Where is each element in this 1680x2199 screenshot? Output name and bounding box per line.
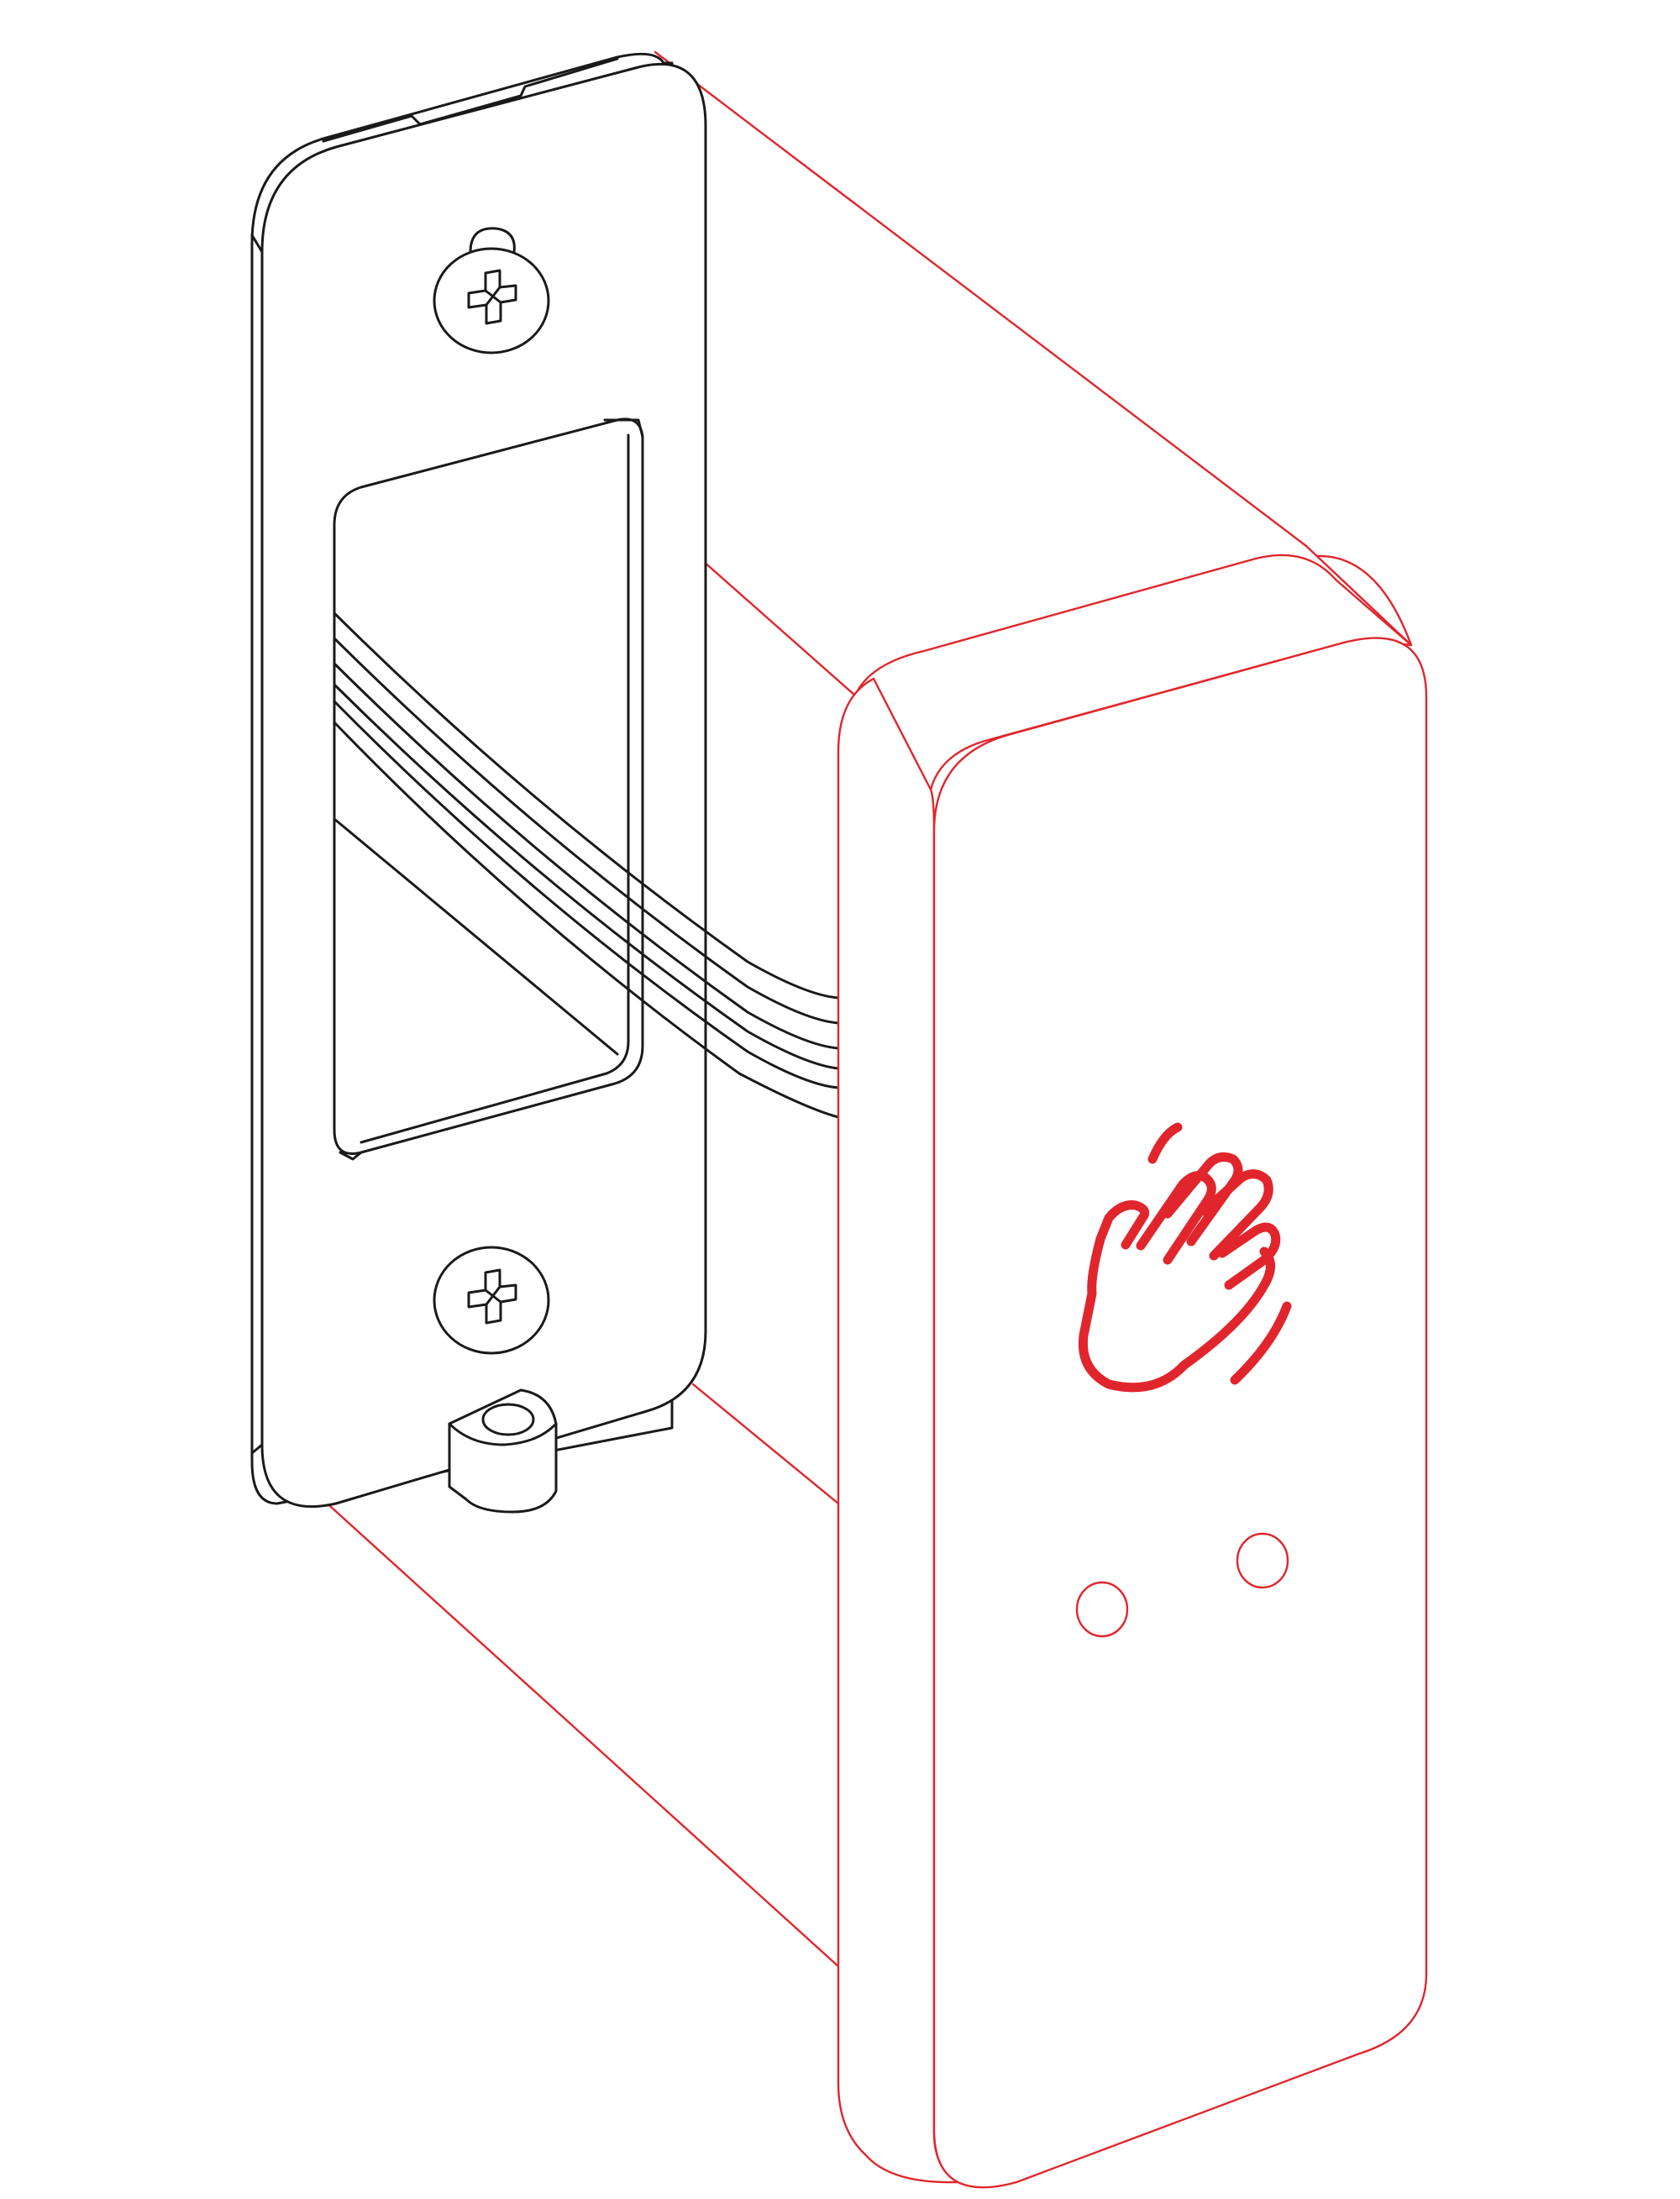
housing-front-face: [932, 637, 1428, 2189]
mounting-lug: [448, 1388, 558, 1514]
housing-top-face: [853, 554, 1413, 791]
ribbon-cable: [333, 611, 840, 1119]
sensor-housing: [837, 554, 1428, 2189]
led-indicator-icon: [1236, 1532, 1289, 1589]
hand-wave-icon: [1078, 1122, 1292, 1393]
plate-window-inner: [339, 418, 644, 1161]
plate-window-outer: [333, 417, 644, 1155]
bottom-screw: [433, 1246, 550, 1355]
led-indicator-icon: [1075, 1581, 1129, 1638]
mounting-plate: [250, 52, 840, 1514]
plate-top-tabs: [322, 57, 619, 143]
top-screw: [433, 227, 550, 354]
